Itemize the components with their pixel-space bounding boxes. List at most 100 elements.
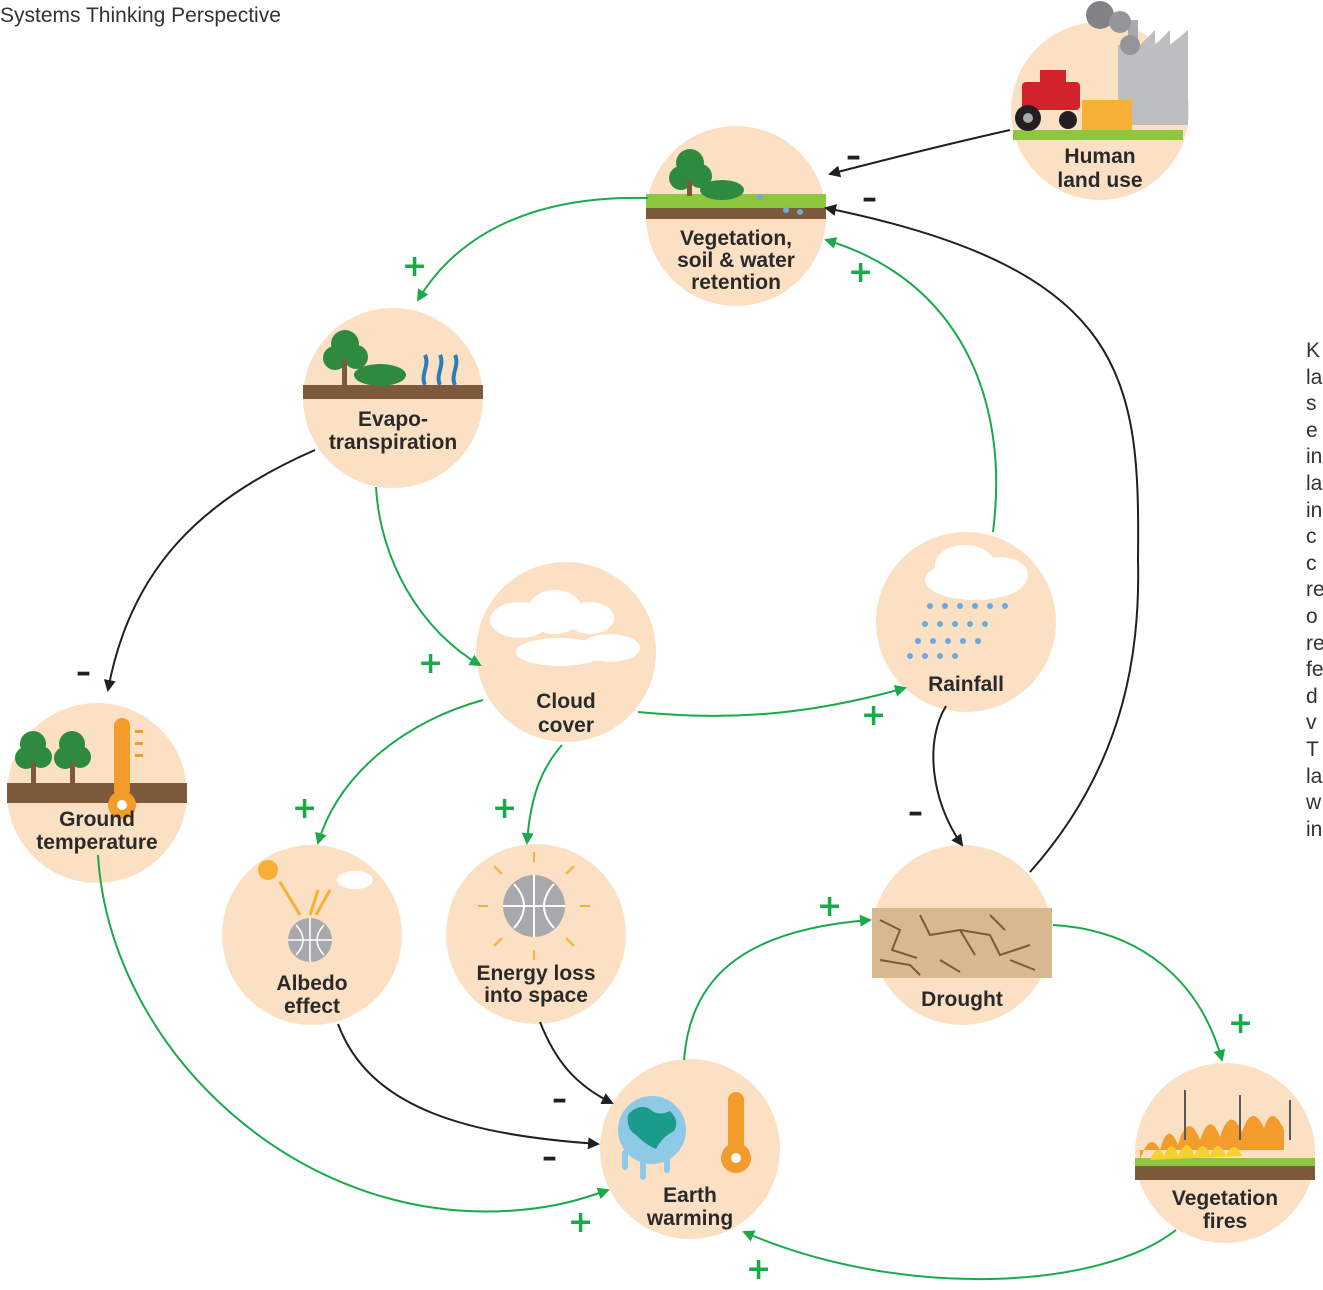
sign-cloud-to-albedo: + <box>292 791 317 826</box>
side-text-line: c <box>1306 525 1317 549</box>
node-label: temperature <box>36 831 157 854</box>
node-label: Rainfall <box>928 673 1004 696</box>
sign-drought-to-vegetation: – <box>862 181 877 216</box>
connectors <box>97 129 1226 1281</box>
node-label: Evapo- <box>358 408 428 431</box>
side-text-line: c <box>1306 551 1317 575</box>
node-human-land-use: Human land use <box>1011 1 1189 200</box>
side-text-line: la <box>1306 365 1323 389</box>
side-text-line: e <box>1306 418 1318 442</box>
node-label: Cloud <box>536 690 595 713</box>
globe-sun-icon <box>478 852 590 960</box>
link-vegetation-to-evapo <box>416 196 649 302</box>
link-evapo-to-cloud <box>375 486 482 667</box>
sign-human-to-vegetation: – <box>846 139 861 174</box>
evapotranspiration-icon <box>303 330 483 399</box>
sign-cloud-to-rainfall: + <box>861 698 886 733</box>
link-cloud-to-albedo <box>315 699 484 845</box>
node-evapotranspiration: Evapo- transpiration <box>303 308 483 488</box>
node-label: fires <box>1203 1210 1247 1233</box>
node-label: Earth <box>663 1184 717 1207</box>
node-label: into space <box>484 984 588 1007</box>
link-cloud-to-rainfall <box>637 684 907 717</box>
node-label: transpiration <box>329 431 457 454</box>
node-drought: Drought <box>872 845 1052 1025</box>
node-label: Drought <box>921 988 1003 1011</box>
node-circle <box>1135 1063 1315 1243</box>
node-earth-warming: Earth warming <box>600 1059 780 1239</box>
node-cloud-cover: Cloud cover <box>476 562 656 742</box>
link-rainfall-to-drought <box>932 705 964 847</box>
sign-rainfall-to-drought: – <box>908 795 923 830</box>
rain-cloud-icon <box>907 545 1028 659</box>
node-rainfall: Rainfall <box>876 532 1056 712</box>
side-text-line: w <box>1306 791 1322 815</box>
sign-warming-to-drought: + <box>817 889 842 924</box>
node-energy-loss: Energy loss into space <box>446 844 626 1024</box>
side-text-column: K la s e in la in c c re o re fe d v T l… <box>1306 338 1323 843</box>
link-rainfall-to-vegetation <box>824 237 998 533</box>
side-text-line: re <box>1306 631 1323 655</box>
node-label: Albedo <box>276 972 347 995</box>
node-vegetation-fires: Vegetation fires <box>1135 1063 1315 1243</box>
side-text-line: re <box>1306 578 1323 602</box>
side-text-line: d <box>1306 684 1318 708</box>
side-text-line: in <box>1306 817 1323 841</box>
side-text-line: s <box>1306 392 1317 416</box>
side-text-line: in <box>1306 498 1323 522</box>
ground-temperature-icon <box>7 718 187 819</box>
node-label: Vegetation <box>1172 1187 1278 1210</box>
node-ground-temperature: Ground temperature <box>7 703 187 883</box>
sign-albedo-to-warming: – <box>542 1140 557 1175</box>
link-albedo-to-warming <box>337 1023 600 1150</box>
node-label: warming <box>646 1207 733 1230</box>
link-cloud-to-energy <box>521 744 563 845</box>
node-label: cover <box>538 714 594 737</box>
tractor-factory-icon <box>1013 1 1188 140</box>
node-label: Human <box>1064 145 1135 168</box>
node-label: land use <box>1057 169 1142 192</box>
sign-ground-to-warming: + <box>568 1205 593 1240</box>
node-label: effect <box>284 995 340 1018</box>
sign-evapo-to-ground: – <box>76 655 91 690</box>
node-label: Ground <box>59 808 135 831</box>
link-fires-to-warming <box>742 1229 1177 1281</box>
side-text-line: la <box>1306 764 1323 788</box>
node-label: Vegetation, <box>680 227 792 250</box>
sign-fires-to-warming: + <box>746 1252 771 1287</box>
node-vegetation: Vegetation, soil & water retention <box>646 126 826 306</box>
sign-rainfall-to-vegetation: + <box>848 255 873 290</box>
sign-drought-to-fires: + <box>1228 1006 1253 1041</box>
node-label: retention <box>691 271 781 294</box>
side-text-line: o <box>1306 604 1318 628</box>
side-text-line: fe <box>1306 658 1323 682</box>
side-text-line: la <box>1306 471 1323 495</box>
link-drought-to-vegetation <box>824 204 1140 873</box>
link-energy-to-warming <box>539 1021 614 1105</box>
node-albedo-effect: Albedo effect <box>222 845 402 1025</box>
link-ground-to-warming <box>97 854 610 1213</box>
sign-vegetation-to-evapo: + <box>402 249 427 284</box>
sign-energy-to-warming: – <box>552 1082 567 1117</box>
side-text-line: v <box>1306 711 1317 735</box>
cracked-earth-icon <box>872 908 1052 978</box>
link-evapo-to-ground <box>103 449 316 692</box>
link-warming-to-drought <box>683 914 872 1061</box>
side-text-line: K <box>1306 339 1321 362</box>
node-label: soil & water <box>677 249 795 272</box>
sign-cloud-to-energy: + <box>492 791 517 826</box>
link-human-to-vegetation <box>828 129 1011 178</box>
fire-icon <box>1135 1090 1315 1180</box>
albedo-icon <box>258 860 373 962</box>
vegetation-icon <box>646 149 826 219</box>
cloud-icon <box>490 590 640 666</box>
page-title: Systems Thinking Perspective <box>0 4 281 27</box>
node-label: Energy loss <box>476 962 595 985</box>
side-text-line: T <box>1306 737 1319 761</box>
melting-earth-icon <box>618 1092 751 1180</box>
polarity-signs: – + – + + + – – + + – – + + + + <box>76 139 1253 1287</box>
side-text-line: in <box>1306 445 1323 469</box>
link-drought-to-fires <box>1052 924 1226 1062</box>
sign-evapo-to-cloud: + <box>418 646 443 681</box>
